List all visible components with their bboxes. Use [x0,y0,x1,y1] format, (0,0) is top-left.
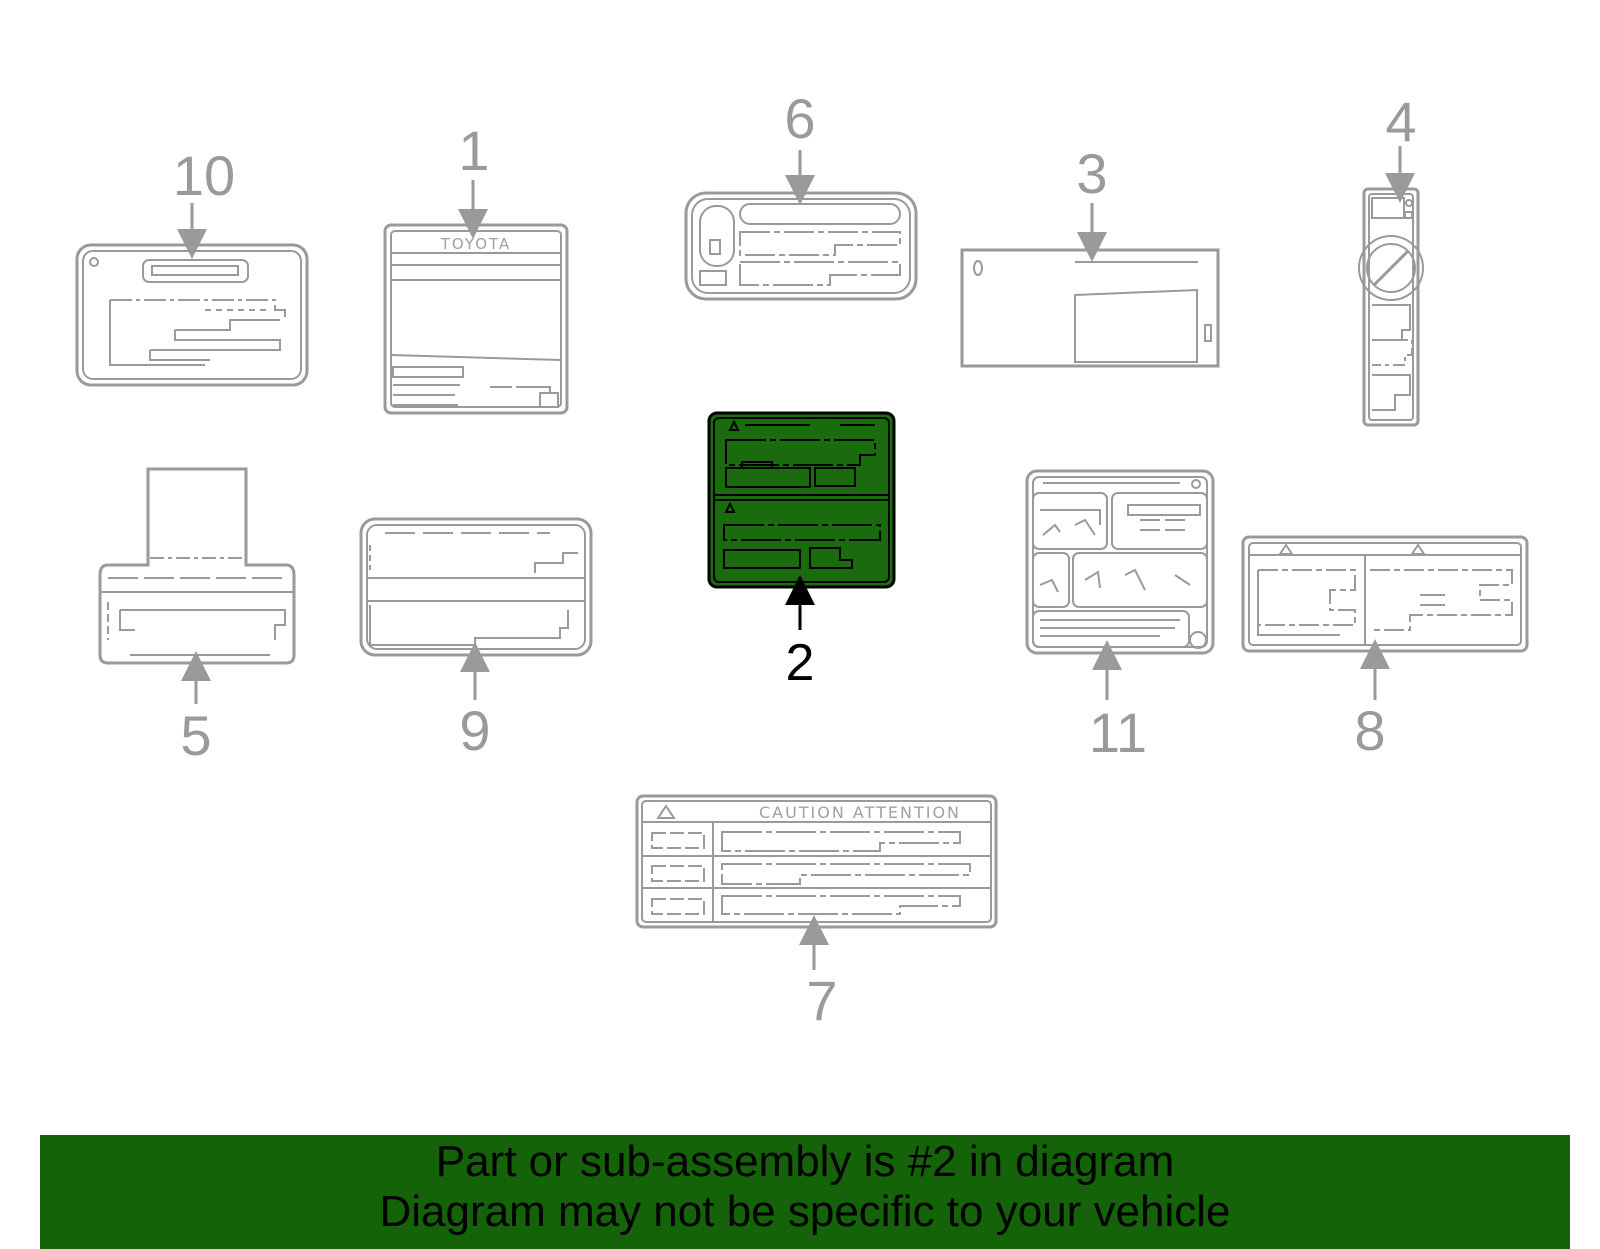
callout-11: 11 [1089,701,1147,764]
banner-line-2: Diagram may not be specific to your vehi… [379,1187,1231,1236]
callout-4: 4 [1385,90,1416,153]
banner-line-1: Part or sub-assembly is #2 in diagram [435,1137,1175,1186]
callout-3: 3 [1076,142,1107,205]
label-part-10[interactable] [75,243,309,387]
callout-5: 5 [180,704,211,767]
label-part-5[interactable] [98,467,296,665]
toyota-label-text: TOYOTA [440,235,512,253]
label-part-9[interactable] [359,517,593,657]
callout-8: 8 [1354,699,1385,762]
caution-label-text: CAUTION ATTENTION [759,803,961,822]
callout-9: 9 [459,699,490,762]
label-part-6[interactable] [684,191,918,301]
info-banner: Part or sub-assembly is #2 in diagram Di… [40,1135,1570,1249]
callout-7: 7 [806,969,837,1032]
label-part-4[interactable] [1358,187,1424,427]
callout-2: 2 [786,634,815,692]
label-part-2-highlighted[interactable] [707,411,896,589]
callout-10: 10 [173,144,235,207]
callout-6: 6 [784,87,815,150]
label-part-11[interactable] [1025,469,1215,655]
callout-1: 1 [458,119,489,182]
label-part-1[interactable] [383,223,569,415]
label-part-8[interactable] [1241,535,1529,653]
label-part-3[interactable] [960,248,1220,368]
